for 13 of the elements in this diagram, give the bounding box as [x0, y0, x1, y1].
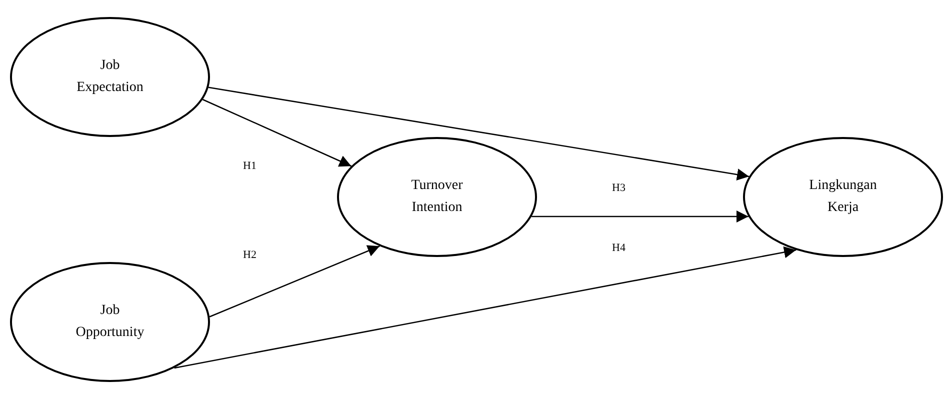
arrow	[532, 210, 748, 223]
edge-label: H1	[242, 160, 258, 172]
edge-label: H3	[611, 182, 626, 194]
edge-label: H4	[611, 242, 626, 254]
construct-name: Job Expectation	[76, 57, 144, 97]
construct-name: Lingkungan Kerja	[808, 177, 878, 217]
arrow	[202, 98, 352, 167]
construct-name: Job Opportunity	[74, 302, 146, 342]
arrow	[209, 245, 380, 318]
arrow	[208, 86, 750, 180]
construct-name: Turnover Intention	[410, 177, 464, 217]
edge-label: H2	[242, 249, 258, 261]
arrow	[174, 246, 796, 369]
